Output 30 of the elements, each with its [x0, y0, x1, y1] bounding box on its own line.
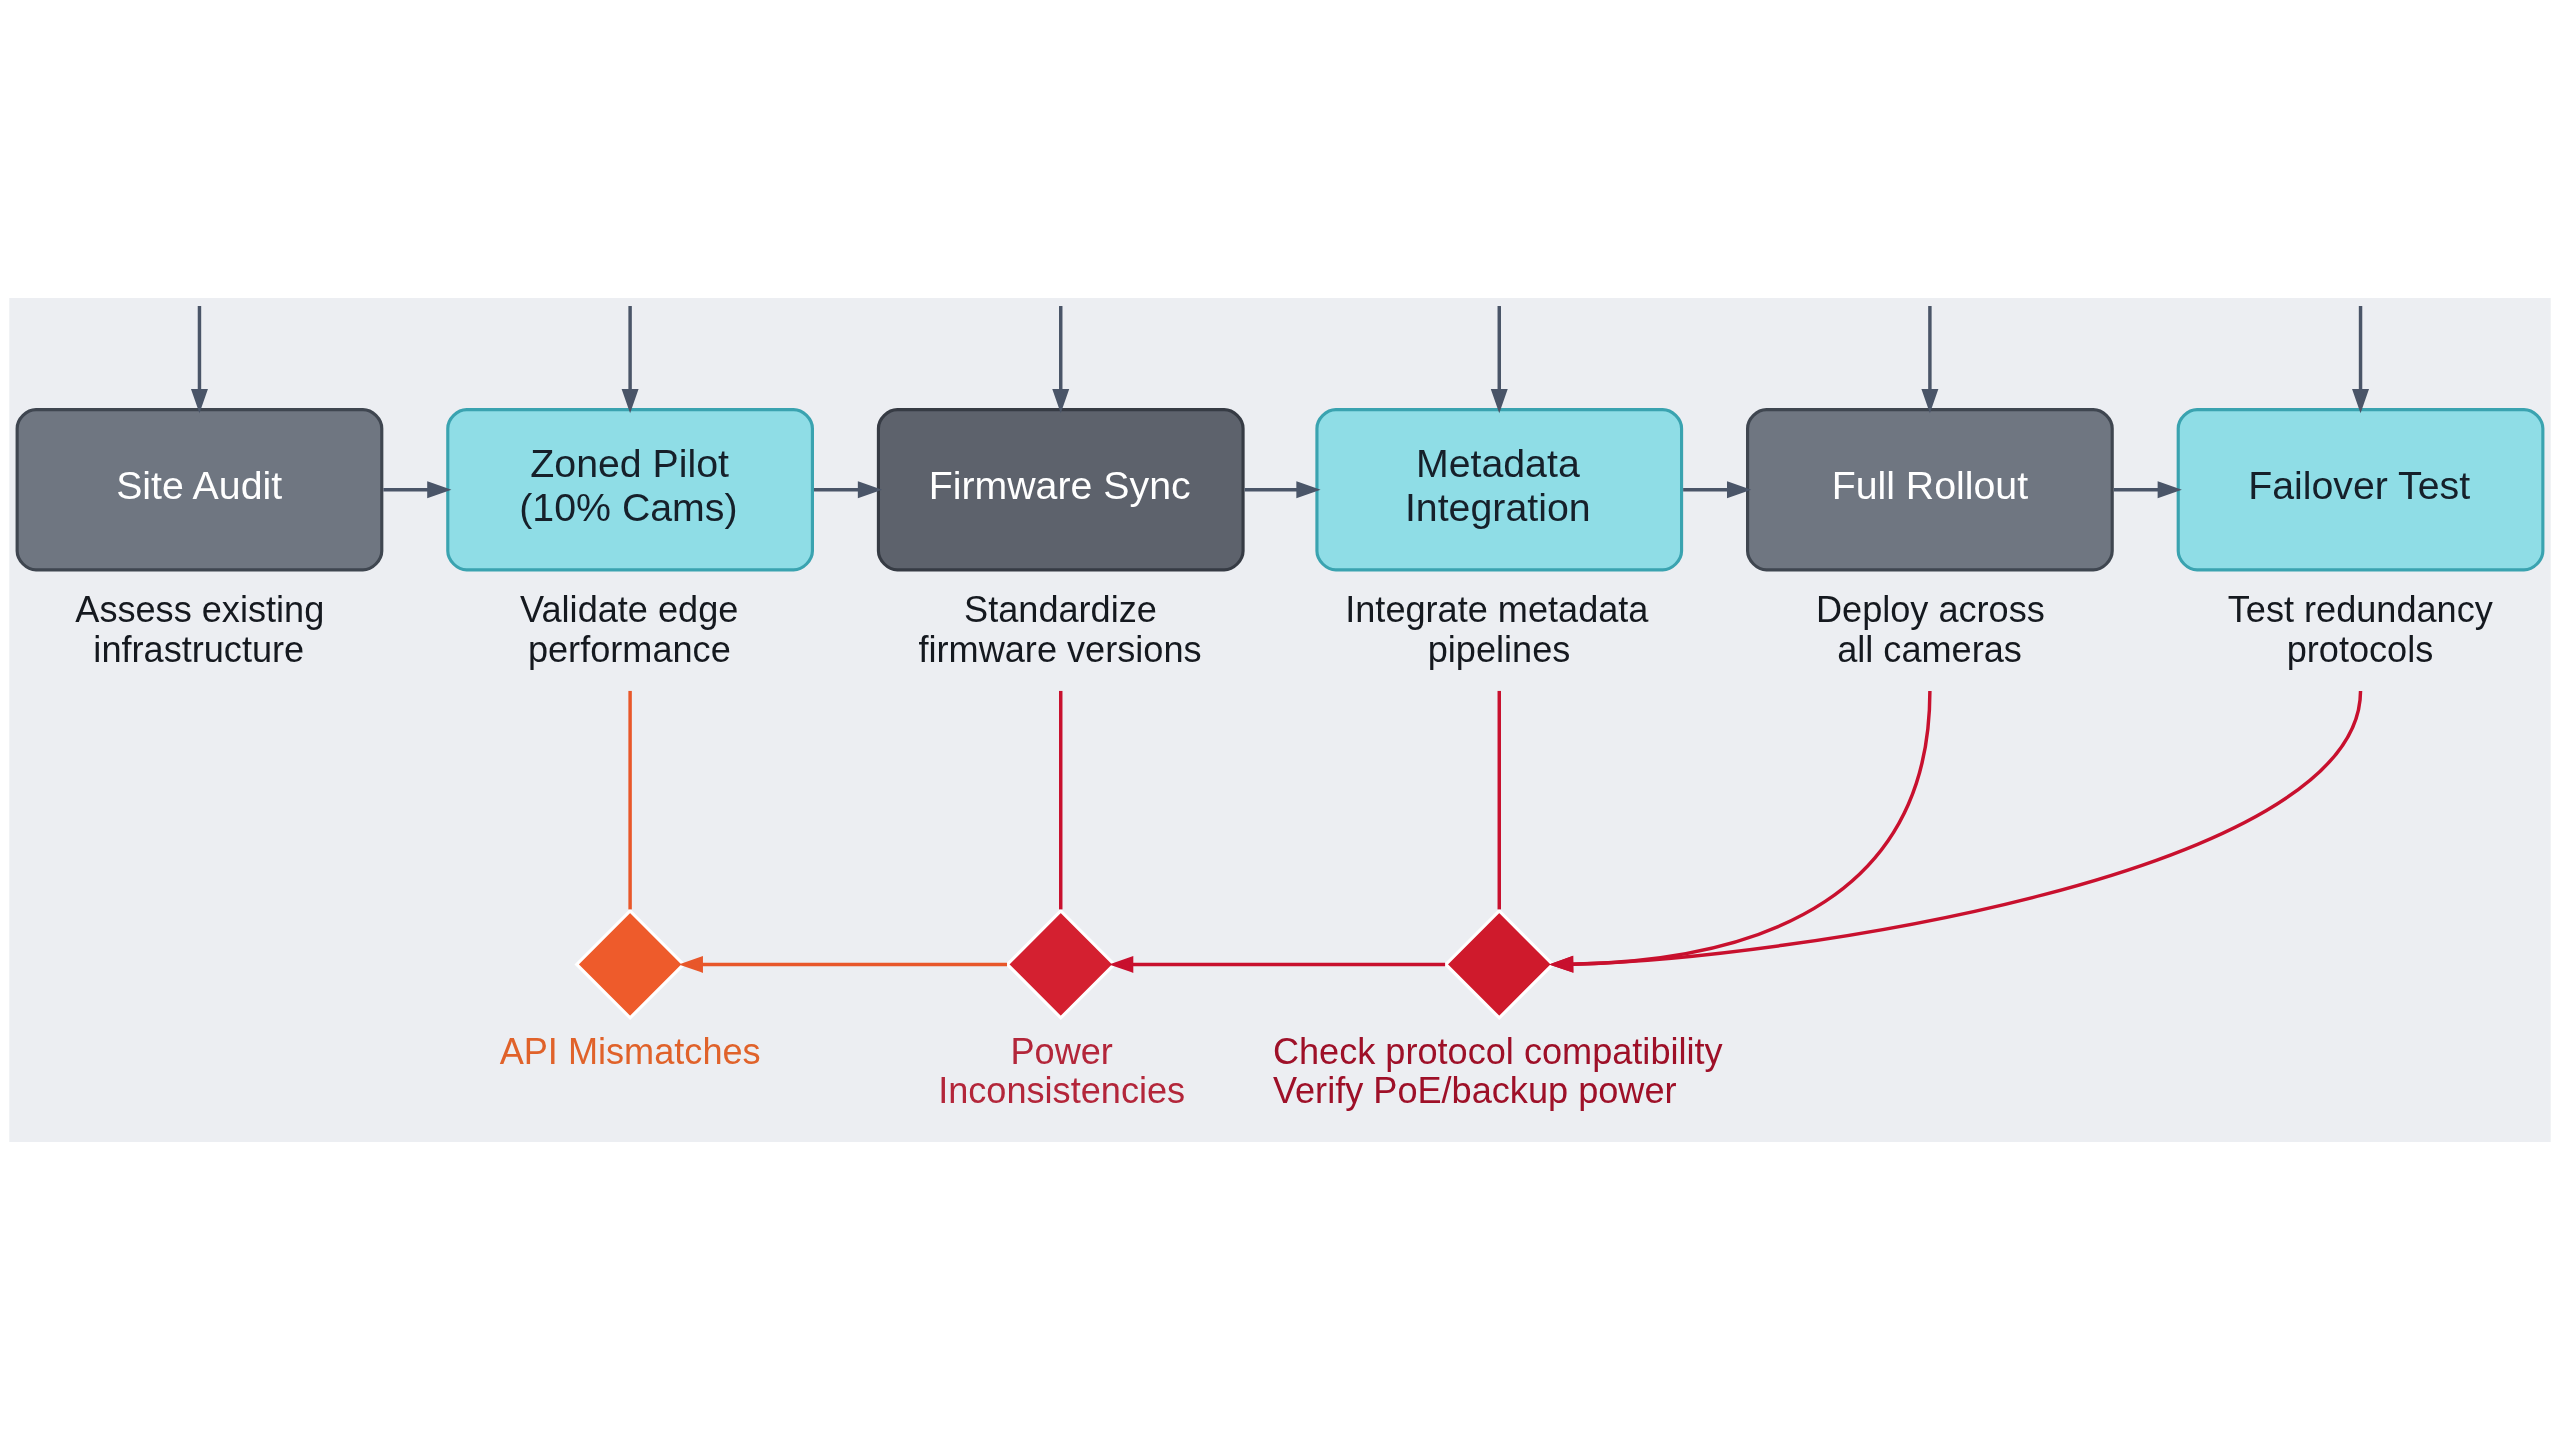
- arrow: [1549, 690, 2363, 973]
- node-diamond: [1005, 908, 1117, 1021]
- arrow: [1052, 306, 1070, 414]
- arrow: [1549, 690, 1932, 973]
- node-label: Integrate metadata pipelines: [1345, 589, 1649, 670]
- arrow: [2113, 481, 2182, 499]
- arrow: [814, 481, 883, 499]
- node-label: Validate edge performance: [520, 589, 739, 670]
- node-label: Standardize firmware versions: [918, 589, 1202, 670]
- arrow: [1109, 955, 1446, 973]
- node-label: Deploy across all cameras: [1815, 589, 2045, 670]
- arrow: [190, 306, 208, 414]
- arrow: [2352, 306, 2370, 414]
- arrow: [1244, 481, 1321, 499]
- node-label: Test redundancy protocols: [2227, 589, 2493, 670]
- node-label: Check protocol compatibility: [1272, 1031, 1723, 1073]
- node-diamond: [1443, 908, 1555, 1021]
- arrow: [1490, 306, 1508, 414]
- connector: [1497, 690, 1501, 910]
- node-label: API Mismatches: [499, 1031, 761, 1073]
- arrow: [1683, 481, 1752, 499]
- arrow: [383, 481, 452, 499]
- arrow: [1921, 306, 1939, 414]
- connector: [1059, 690, 1063, 910]
- arrow: [621, 306, 639, 414]
- node-label: Assess existing infrastructure: [75, 589, 325, 670]
- arrow: [678, 955, 1008, 973]
- node-diamond: [574, 908, 686, 1021]
- node-label: Power Inconsistencies: [938, 1031, 1186, 1112]
- connector: [628, 690, 632, 910]
